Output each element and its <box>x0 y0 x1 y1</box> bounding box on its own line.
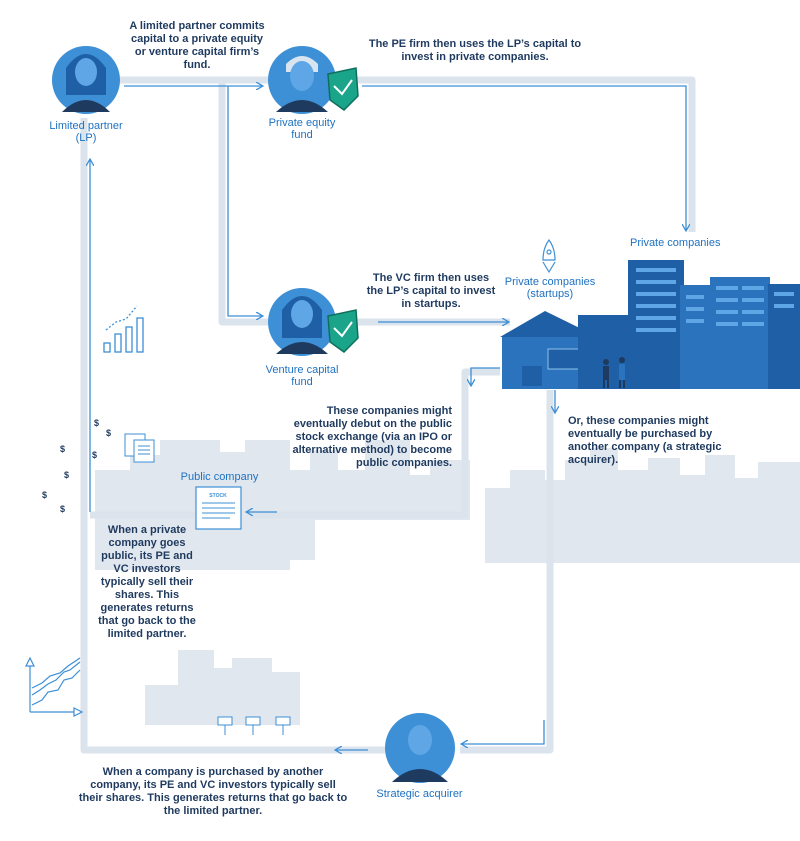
dollar-icon: $ <box>60 504 65 514</box>
building-signs <box>217 716 291 735</box>
dollar-icon: $ <box>64 470 69 480</box>
caption-acquirer-returns: When a company is purchased by another c… <box>78 766 348 817</box>
acquirer-label: Strategic acquirer <box>376 788 463 800</box>
document-icon <box>124 433 155 463</box>
dollar-icon: $ <box>92 450 97 460</box>
caption-ipo: These companies might eventually debut o… <box>292 405 452 469</box>
dollar-icon: $ <box>42 490 47 500</box>
caption-vc-invest: The VC firm then uses the LP’s capital t… <box>366 272 496 310</box>
stock-certificate-icon: STOCK <box>195 486 242 530</box>
vc-badge-icon <box>327 309 359 353</box>
caption-commit: A limited partner commits capital to a p… <box>129 20 265 71</box>
dollar-icon: $ <box>60 444 65 454</box>
vc-avatar <box>268 288 336 356</box>
lp-label: Limited partner (LP) <box>49 120 123 144</box>
rocket-icon <box>542 238 556 274</box>
acquirer-avatar <box>385 713 455 783</box>
pe-badge-icon <box>327 67 359 111</box>
caption-acquired: Or, these companies might eventually be … <box>568 415 722 466</box>
stock-line-chart-icon <box>25 656 84 717</box>
caption-public-returns: When a private company goes public, its … <box>98 524 196 640</box>
lp-avatar <box>52 46 120 114</box>
flow-arrows <box>90 86 686 750</box>
dollar-icon: $ <box>106 428 111 438</box>
dollar-icons: $ $ $ $ $ $ $ <box>42 418 111 514</box>
dollar-icon: $ <box>94 418 99 428</box>
caption-pe-invest: The PE firm then uses the LP’s capital t… <box>368 38 582 63</box>
flow-lines <box>80 76 696 754</box>
startups-label: Private companies (startups) <box>504 276 596 300</box>
people-figures <box>603 357 625 388</box>
growth-chart-icon <box>103 305 144 353</box>
stock-sign-text: STOCK <box>209 493 227 499</box>
private-companies-label: Private companies <box>630 237 721 249</box>
public-company-label: Public company <box>180 471 259 483</box>
private-company-buildings <box>578 260 800 389</box>
vc-label: Venture capital fund <box>265 364 339 388</box>
pe-label: Private equity fund <box>268 117 336 141</box>
pe-avatar <box>268 46 336 114</box>
